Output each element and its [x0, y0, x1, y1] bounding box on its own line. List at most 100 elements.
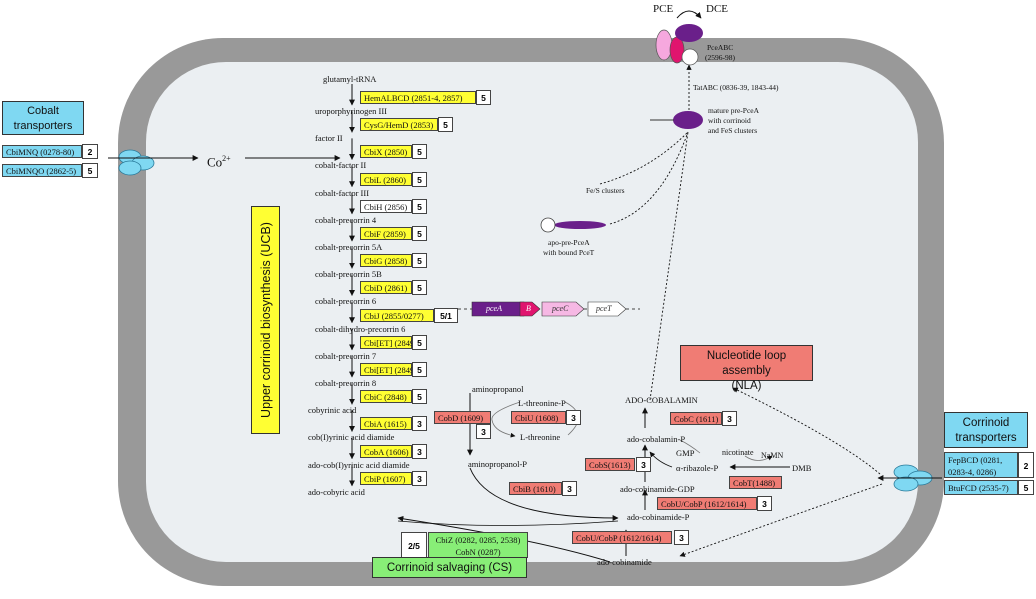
ado-cobalamin-p-label: ado-cobalamin-P — [627, 434, 686, 444]
pathway-enzyme-count: 5 — [412, 362, 427, 377]
nla-title: Nucleotide loop assembly (NLA) — [680, 345, 813, 392]
l-threonine-label: L-threonine — [520, 432, 561, 442]
pceabc-locus: (2596-98) — [705, 53, 735, 62]
cbib-enzyme: CbiB (1610) — [509, 482, 562, 495]
pcea-gene-label: pceA — [486, 304, 502, 313]
gmp-label: GMP — [676, 448, 695, 458]
corrinoid-dotted-up — [732, 387, 881, 475]
corrinoid-transporter-2-count: 5 — [1018, 480, 1034, 495]
cobinamide-label: ado-cobinamide — [597, 557, 652, 567]
cobu-count-1: 3 — [757, 496, 772, 511]
pathway-enzyme: CysG/HemD (2853) — [360, 118, 438, 132]
pathway-enzyme-count: 5/1 — [434, 307, 458, 323]
pathway-enzyme: CbiF (2859) — [360, 227, 412, 240]
pathway-enzyme-count: 5 — [476, 90, 491, 105]
pathway-intermediate: cobalt-precorrin 6 — [315, 296, 377, 307]
pcet-gene-label: pceT — [596, 304, 612, 313]
cobu-count-2: 3 — [674, 530, 689, 545]
l-threonine-p-label: L-threonine-P — [518, 398, 566, 408]
cobu-enzyme-2: CobU/CobP (1612/1614) — [572, 531, 672, 544]
pathway-intermediate: cobalt-precorrin 5A — [315, 242, 383, 252]
pathway-intermediate: cobalt-precorrin 8 — [315, 378, 377, 388]
pathway-enzyme-count: 3 — [412, 416, 427, 432]
pathway-enzyme: HemALBCD (2851-4, 2857) — [360, 91, 476, 104]
aminopropanol-label: aminopropanol — [472, 384, 524, 394]
corrinoid-transporters-title: Corrinoid transporters — [944, 412, 1028, 448]
tat-label: TatABC (0836-39, 1843-44) — [693, 83, 779, 92]
pathway-intermediate: ado-cobyric acid — [308, 486, 365, 497]
cbiu-enzyme: CbiU (1608) — [511, 411, 566, 424]
pathway-intermediate: cobalt-factor III — [315, 187, 370, 198]
cobalt-transporter-1: CbiMNQ (0278-80) — [2, 145, 82, 158]
pceabc-label: PceABC — [707, 43, 734, 52]
pcec-gene-arrow — [541, 301, 585, 317]
pathway-intermediate: cobyrinic acid — [308, 405, 357, 416]
pathway-enzyme-count: 5 — [412, 144, 427, 160]
pathway-intermediate: cobalt-dihydro-precorrin 6 — [315, 323, 406, 334]
pceb-gene-label: B — [526, 304, 531, 313]
apo-pcea-label-1: apo-pre-PceA — [548, 238, 590, 247]
pathway-enzyme-count: 5 — [412, 198, 427, 214]
apo-pcea-label-2: with bound PceT — [543, 248, 595, 257]
pathway-start-label: glutamyl-tRNA — [323, 74, 377, 84]
cbiu-count: 3 — [566, 410, 581, 425]
pathway-intermediate: cobalt-precorrin 7 — [315, 350, 377, 361]
cobalt-transporters-title: Cobalt transporters — [2, 101, 84, 135]
nicotinate-arrow — [744, 455, 773, 461]
corrinoid-transporter-1: FepBCD (0281, 0283-4, 0286) — [944, 452, 1018, 478]
fes-dotted-line — [599, 131, 689, 185]
pathway-enzyme: CbiJ (2855/0277) — [360, 308, 434, 322]
aminopropanol-p-to-cobinamide — [469, 467, 619, 521]
cs-count: 2/5 — [401, 532, 427, 558]
cs-enzymes: CbiZ (0282, 0285, 2538) CobN (0287) — [428, 532, 528, 558]
pathway-enzyme-count: 5 — [412, 334, 427, 350]
pce-label: PCE — [653, 3, 674, 15]
fes-label: Fe/S clusters — [586, 186, 625, 195]
cobalt-ion: Co2+ — [207, 154, 231, 170]
mature-pcea-label-1: mature pre-PceA — [708, 106, 760, 115]
ado-cobalamin-label: ADO-COBALAMIN — [625, 395, 698, 405]
cobt-enzyme: CobT(1488) — [729, 476, 782, 489]
pathway-intermediate: cobalt-precorrin 4 — [315, 214, 377, 225]
pathway-enzyme-count: 5 — [412, 226, 427, 241]
cobalt-transporter-2: CbiMNQO (2862-5) — [2, 164, 82, 177]
pathway-enzyme: Cbi[ET] (2849) — [360, 335, 417, 349]
pathway-enzyme: CbiP (1607) — [360, 471, 412, 485]
cobinamide-gdp-label: ado-cobinamide-GDP — [620, 484, 695, 494]
cobalt-transporter-1-count: 2 — [82, 144, 98, 159]
cobs-enzyme: CobS(1613) — [585, 458, 635, 471]
cobalt-transporter-2-count: 5 — [82, 163, 98, 178]
gmp-arrow — [679, 439, 701, 454]
mature-pcea-label-2: with corrinoid — [708, 116, 751, 125]
cobalamin-dotted-line — [649, 131, 689, 401]
ribazole-arrow — [649, 451, 673, 468]
pce-dce-arrow — [676, 10, 702, 19]
cobd-enzyme: CobD (1609) — [434, 411, 491, 424]
mature-pcea-icon — [673, 111, 703, 129]
pathway-enzyme-count: 5 — [412, 171, 427, 187]
pceb-gene-arrow — [519, 301, 541, 317]
cobs-count: 3 — [636, 457, 651, 472]
pathway-enzyme: CobA (1606) — [360, 444, 412, 458]
dce-label: DCE — [706, 3, 728, 15]
pathway-enzyme-count: 5 — [412, 280, 427, 296]
pathway-enzyme: CbiG (2858) — [360, 254, 412, 268]
corrinoid-dotted-down — [679, 483, 883, 557]
pathway-enzyme: CbiD (2861) — [360, 281, 412, 295]
corrinoid-transporter-2: BtuFCD (2535-7) — [944, 480, 1018, 495]
dmb-label: DMB — [792, 463, 812, 473]
pathway-intermediate: ado-cob(I)yrinic acid diamide — [308, 459, 410, 470]
pathway-intermediate: uroporphyrinogen III — [315, 106, 387, 116]
pathway-enzyme: CbiC (2848) — [360, 390, 412, 404]
pathway-enzyme-count: 3 — [412, 470, 427, 486]
ucb-label: Upper corrinoid biosynthesis (UCB) — [251, 206, 280, 434]
pcec-gene-label: pceC — [552, 304, 569, 313]
cobalt-channel-icon — [118, 149, 155, 176]
cobc-count: 3 — [722, 411, 737, 426]
pathway-intermediate: factor II — [315, 133, 343, 144]
cbib-count: 3 — [562, 481, 577, 496]
pcet-icon — [540, 217, 556, 233]
pcet-gene-arrow — [587, 301, 627, 317]
